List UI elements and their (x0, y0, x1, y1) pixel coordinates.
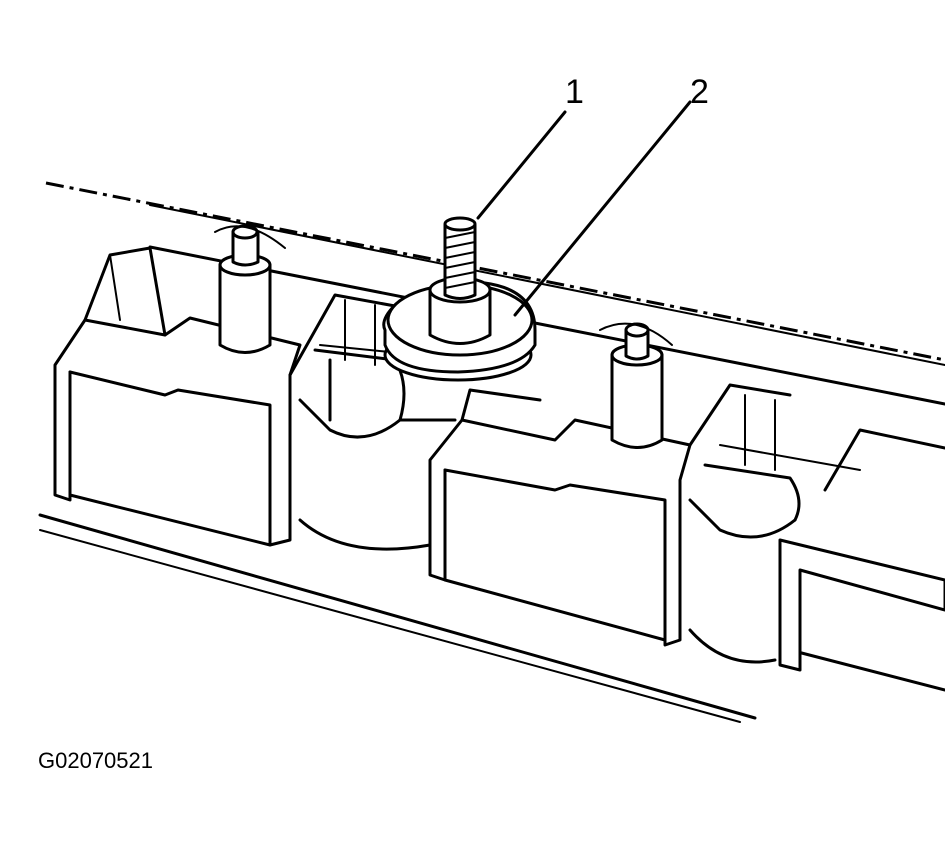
callout-1-leader (476, 110, 567, 220)
left-housing (53, 246, 397, 547)
callout-1-label: 1 (565, 73, 584, 111)
callout-2-leader (513, 100, 692, 317)
figure-id: G02070521 (38, 748, 153, 773)
callout-2-label: 2 (690, 73, 709, 111)
upper-rail (45, 181, 945, 406)
lower-rail (38, 513, 945, 723)
right-stud (599, 322, 673, 449)
right-clip-channel (688, 394, 945, 664)
right-housing (778, 538, 945, 672)
bolt (428, 216, 492, 345)
left-stud (214, 224, 286, 354)
center-housing (428, 383, 792, 647)
